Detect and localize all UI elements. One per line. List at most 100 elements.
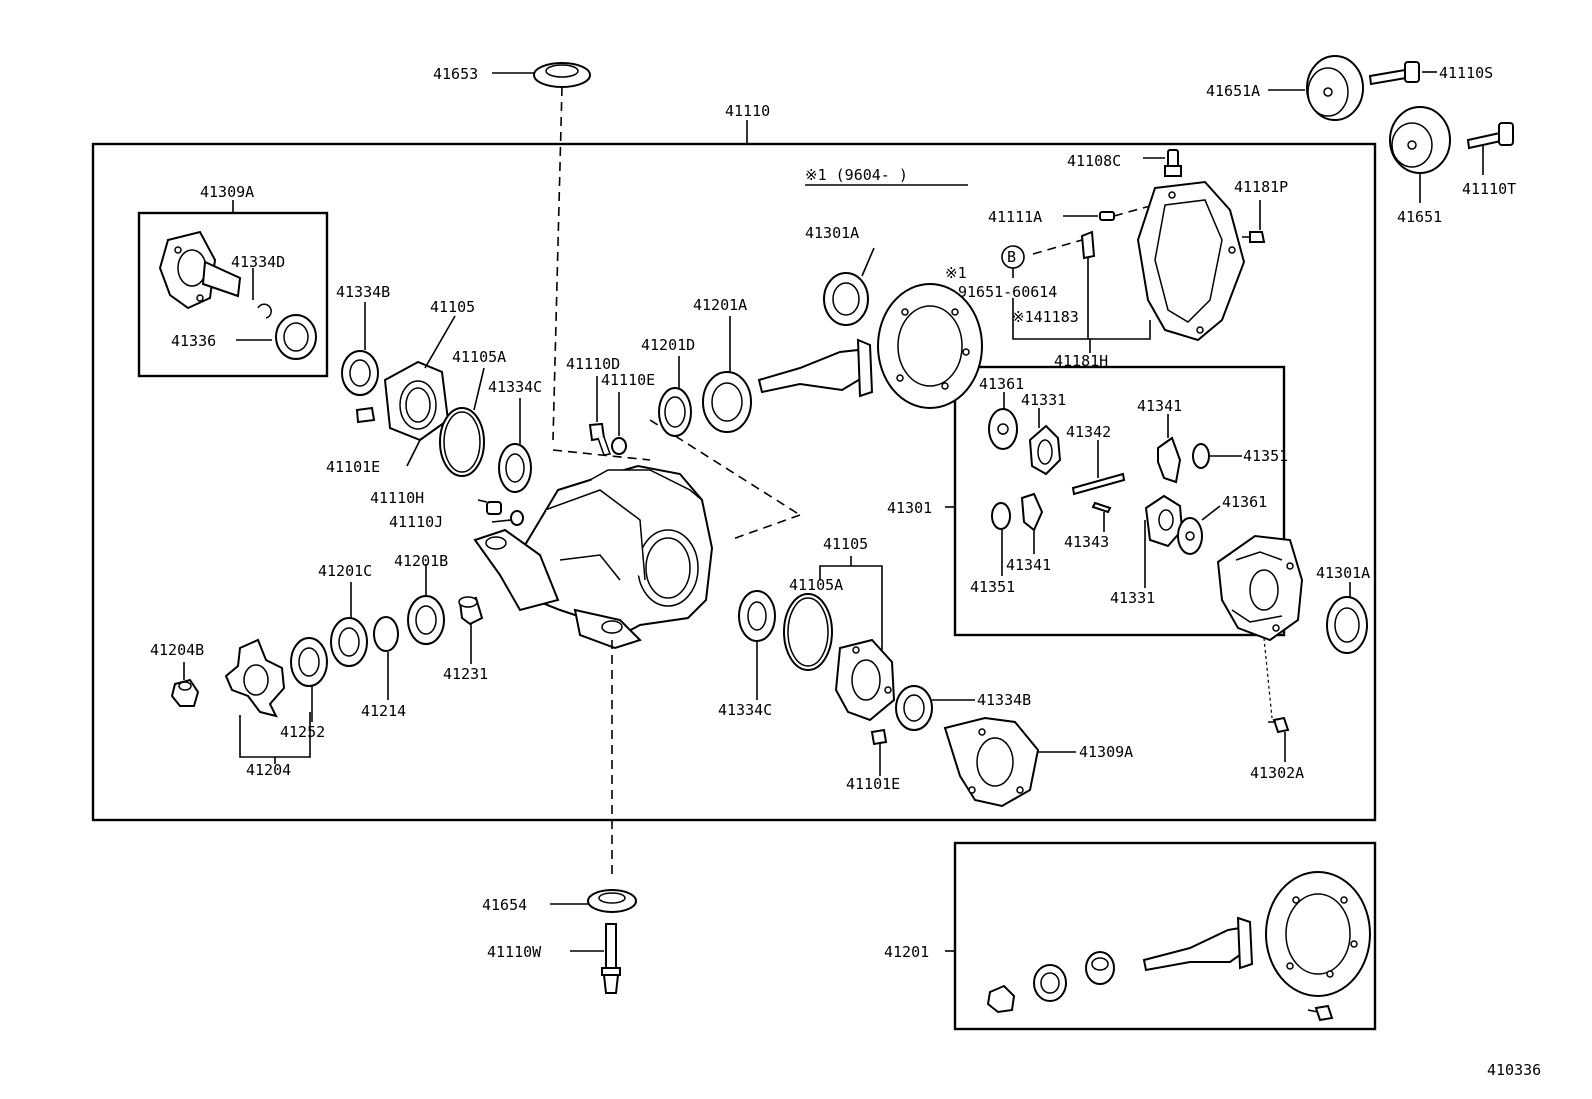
gasket-41110j[interactable]: [491, 510, 524, 526]
seal-41334b-left[interactable]: [341, 302, 379, 396]
washer-41351-a[interactable]: [1192, 443, 1242, 469]
label-41342: 41342: [1066, 423, 1111, 441]
o-ring-41105a-left[interactable]: [439, 367, 485, 477]
diagram-id: 410336: [1487, 1061, 1541, 1079]
main-assembly-frame: [91, 142, 1377, 822]
label-41214: 41214: [361, 702, 406, 720]
label-41331-a: 41331: [1021, 391, 1066, 409]
label-41231: 41231: [443, 665, 488, 683]
carrier-housing-41110[interactable]: [473, 464, 714, 650]
label-41361-b: 41361: [1222, 493, 1267, 511]
bolt-41101e-right[interactable]: [870, 728, 888, 776]
cushion-41653[interactable]: [492, 62, 591, 88]
seal-41334b-right[interactable]: [895, 685, 975, 731]
cushion-41654[interactable]: [550, 889, 637, 913]
washer-41351-b[interactable]: [991, 502, 1011, 576]
label-41201: 41201: [884, 943, 929, 961]
label-41343: 41343: [1064, 533, 1109, 551]
washer-41361-b[interactable]: [1177, 505, 1221, 555]
label-41252: 41252: [280, 723, 325, 741]
label-41101e-bottom: 41101E: [846, 775, 900, 793]
retainer-41105-right[interactable]: [834, 638, 896, 722]
ring-pinion-kit-frame: [953, 841, 1377, 1031]
kit-bearing-a[interactable]: [1033, 964, 1067, 1002]
breather-41108c[interactable]: [1143, 149, 1182, 177]
spacer-41201d[interactable]: [658, 356, 692, 437]
bearing-41301a-top[interactable]: [823, 247, 875, 326]
label-41110t: 41110T: [1462, 180, 1516, 198]
label-41181h: 41181H: [1054, 352, 1108, 370]
bearing-41301a-right[interactable]: [1326, 582, 1368, 654]
bearing-41201a[interactable]: [702, 316, 752, 433]
snap-ring-41334d[interactable]: [252, 268, 272, 319]
nut-41204b[interactable]: [170, 662, 200, 707]
washer-41361-a[interactable]: [988, 392, 1018, 450]
label-41110h: 41110H: [370, 489, 424, 507]
label-41336: 41336: [171, 332, 216, 350]
kit-bolt[interactable]: [1307, 1004, 1334, 1022]
cushion-41651a[interactable]: [1268, 55, 1364, 121]
spacer-41231[interactable]: [458, 596, 484, 664]
o-ring-41105a-right[interactable]: [783, 593, 833, 671]
label-41334d: 41334D: [231, 253, 285, 271]
label-91651-60614: 91651-60614: [958, 283, 1057, 301]
plug-41111a[interactable]: [1063, 211, 1115, 221]
kit-nut[interactable]: [986, 984, 1016, 1014]
retainer-41105-left[interactable]: [383, 315, 456, 442]
label-41108c: 41108C: [1067, 152, 1121, 170]
pinion-41341-a[interactable]: [1157, 414, 1182, 484]
washer-41110e[interactable]: [611, 392, 627, 455]
label-41334c-top: 41334C: [488, 378, 542, 396]
companion-flange-41309a[interactable]: [158, 230, 242, 310]
bearing-41201c[interactable]: [330, 582, 368, 667]
label-41105a-top: 41105A: [452, 348, 506, 366]
label-41110: 41110: [725, 102, 770, 120]
label-41331-b: 41331: [1110, 589, 1155, 607]
kit-ring-gear[interactable]: [1265, 871, 1371, 997]
label-41334c-bottom: 41334C: [718, 701, 772, 719]
oil-seal-41336[interactable]: [236, 314, 317, 360]
bolt-41302a[interactable]: [1268, 716, 1290, 762]
shim-41334c-left[interactable]: [498, 398, 532, 493]
label-41201d: 41201D: [641, 336, 695, 354]
label-41110e: 41110E: [601, 371, 655, 389]
bolt-41181p[interactable]: [1242, 200, 1266, 243]
cushion-41651[interactable]: [1389, 106, 1451, 203]
bolt-41110w[interactable]: [570, 923, 621, 994]
label-41334b-bottom: 41334B: [977, 691, 1031, 709]
label-41334b-top: 41334B: [336, 283, 390, 301]
seal-41252[interactable]: [290, 637, 328, 722]
label-41302a: 41302A: [1250, 764, 1304, 782]
differential-case-frame: [953, 365, 1286, 637]
kit-bearing-b[interactable]: [1085, 951, 1115, 985]
plate-41183[interactable]: [1080, 230, 1096, 260]
label-41201a: 41201A: [693, 296, 747, 314]
label-41110s: 41110S: [1439, 64, 1493, 82]
kit-pinion[interactable]: [1142, 916, 1254, 972]
pin-41343[interactable]: [1091, 501, 1112, 532]
bolt-41101e-left[interactable]: [355, 406, 421, 467]
bolt-41110s[interactable]: [1368, 61, 1437, 86]
side-gear-41331-a[interactable]: [1028, 408, 1062, 476]
label-41301: 41301: [887, 499, 932, 517]
shim-41334c-right[interactable]: [738, 590, 776, 700]
label-41110d: 41110D: [566, 355, 620, 373]
label-41101e-top: 41101E: [326, 458, 380, 476]
pinion-41341-b[interactable]: [1020, 492, 1044, 554]
pinion-shaft-41342[interactable]: [1071, 440, 1126, 496]
side-gear-41331-b[interactable]: [1144, 494, 1184, 588]
diff-case-41301[interactable]: [1216, 534, 1304, 642]
rear-cover[interactable]: [1136, 180, 1246, 342]
washer-41214[interactable]: [373, 616, 399, 700]
flange-41204[interactable]: [224, 638, 311, 764]
bolt-41110t[interactable]: [1466, 122, 1514, 175]
label-41181p: 41181P: [1234, 178, 1288, 196]
companion-flange-41309a-right[interactable]: [943, 716, 1076, 808]
ring-gear-pinion[interactable]: [757, 283, 983, 409]
plug-41110h[interactable]: [477, 499, 502, 515]
label-41341-a: 41341: [1137, 397, 1182, 415]
bearing-41201b[interactable]: [407, 564, 445, 645]
label-41361-a: 41361: [979, 375, 1024, 393]
bolt-41110d[interactable]: [588, 376, 612, 456]
note-mark-1-b: ※1: [945, 264, 967, 282]
